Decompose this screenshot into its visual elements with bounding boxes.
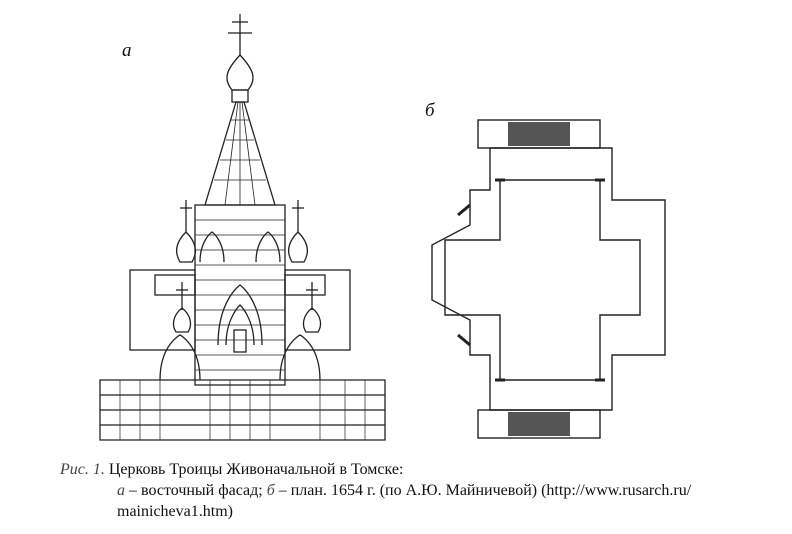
caption-a-text: – восточный фасад;	[125, 482, 267, 499]
figure-caption: Рис. 1. Церковь Троицы Живоначальной в Т…	[60, 459, 790, 522]
caption-line3: mainicheva1.htm)	[117, 503, 233, 520]
label-b: б	[425, 100, 435, 121]
label-a: а	[122, 40, 132, 61]
caption-b-letter: б	[266, 482, 275, 499]
cross-icon	[228, 14, 252, 55]
caption-prefix: Рис. 1.	[60, 461, 105, 478]
caption-title: Церковь Троицы Живоначальной в Томске:	[108, 461, 404, 478]
caption-b-text: – план. 1654 г. (по А.Ю. Майничевой) (ht…	[274, 482, 692, 499]
caption-a-letter: а	[117, 482, 125, 499]
church-facade-drawing	[99, 14, 386, 441]
